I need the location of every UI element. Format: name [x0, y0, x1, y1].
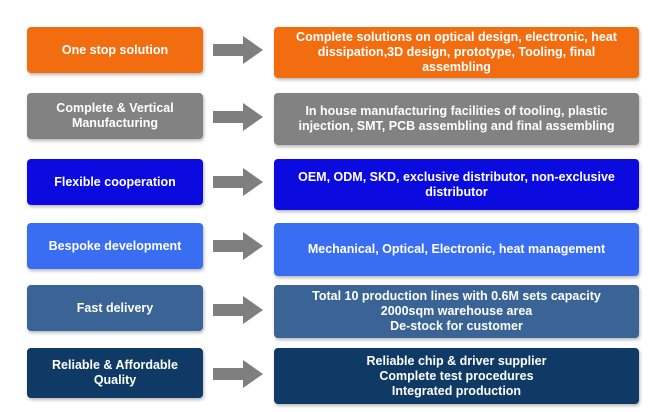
- arrow-right-icon: [213, 296, 263, 324]
- description-complete-vertical-manufacturing: In house manufacturing facilities of too…: [274, 93, 639, 145]
- label-fast-delivery: Fast delivery: [27, 285, 203, 331]
- arrow-right-icon: [213, 232, 263, 260]
- label-bespoke-development: Bespoke development: [27, 223, 203, 269]
- description-flexible-cooperation: OEM, ODM, SKD, exclusive distributor, no…: [274, 159, 639, 210]
- arrow-right-icon: [213, 168, 263, 196]
- description-fast-delivery: Total 10 production lines with 0.6M sets…: [274, 285, 639, 338]
- description-one-stop-solution: Complete solutions on optical design, el…: [274, 27, 639, 78]
- arrow-right-icon: [213, 36, 263, 64]
- arrow-right-icon: [213, 360, 263, 388]
- label-flexible-cooperation: Flexible cooperation: [27, 159, 203, 205]
- label-complete-vertical-manufacturing: Complete & Vertical Manufacturing: [27, 93, 203, 139]
- description-bespoke-development: Mechanical, Optical, Electronic, heat ma…: [274, 223, 639, 276]
- label-reliable-affordable-quality: Reliable & Affordable Quality: [27, 348, 203, 398]
- description-reliable-affordable-quality: Reliable chip & driver supplier Complete…: [274, 348, 639, 404]
- arrow-right-icon: [213, 103, 263, 131]
- label-one-stop-solution: One stop solution: [27, 27, 203, 73]
